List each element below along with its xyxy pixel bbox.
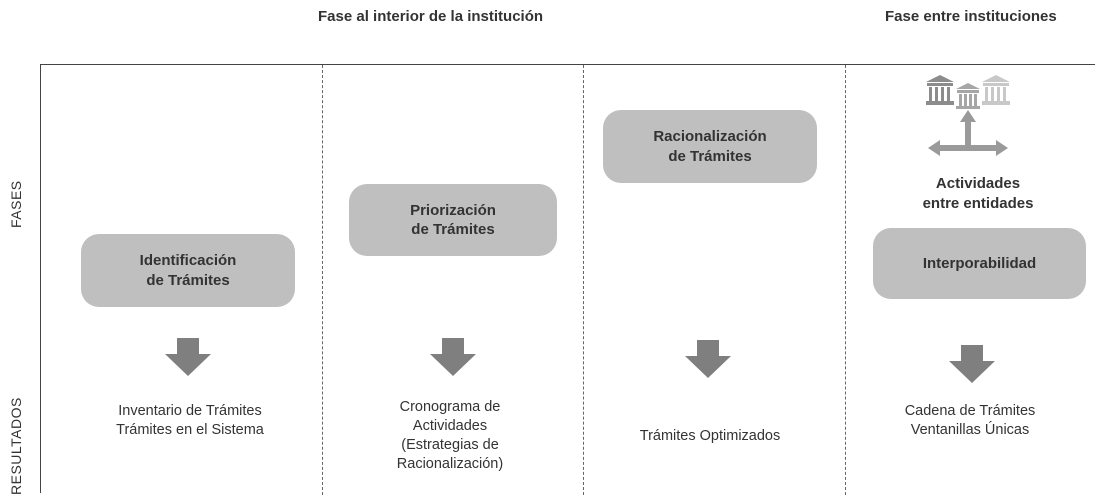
column-divider	[845, 65, 846, 495]
down-arrow-icon	[430, 338, 476, 376]
down-arrow-icon	[949, 345, 995, 383]
phase-box-identificacion: Identificación de Trámites	[81, 234, 295, 307]
row-label-results: RESULTADOS	[8, 397, 24, 495]
result-inventario: Inventario de Trámites Trámites en el Si…	[116, 403, 264, 439]
phase-box-priorizacion: Priorización de Trámites	[349, 184, 557, 256]
result-cronograma: Cronograma de Actividades (Estrategias d…	[396, 399, 504, 473]
phase-box-racionalizacion: Racionalización de Trámites	[603, 110, 817, 183]
header-between-institutions: Fase entre instituciones	[885, 8, 1057, 25]
header-inside-institution: Fase al interior de la institución	[318, 8, 544, 25]
result-cadena: Cadena de Trámites Ventanillas Únicas	[904, 403, 1036, 439]
up-arrow-icon	[960, 110, 976, 148]
row-label-phases: FASES	[8, 180, 24, 228]
column-divider	[322, 65, 323, 495]
column-divider	[583, 65, 584, 495]
down-arrow-icon	[165, 338, 211, 376]
diagram-frame	[40, 64, 1095, 493]
building-icon	[926, 75, 954, 105]
activities-between-entities-label: Actividades entre entidades	[922, 175, 1034, 213]
phase-box-interoperabilidad: Interporabilidad	[873, 228, 1086, 299]
down-arrow-icon	[685, 340, 731, 378]
building-icon	[956, 83, 980, 109]
building-icon	[982, 75, 1010, 105]
institutions-graphic	[926, 75, 1010, 156]
double-arrow-icon	[928, 140, 1008, 156]
result-optimizados: Trámites Optimizados	[639, 428, 781, 444]
